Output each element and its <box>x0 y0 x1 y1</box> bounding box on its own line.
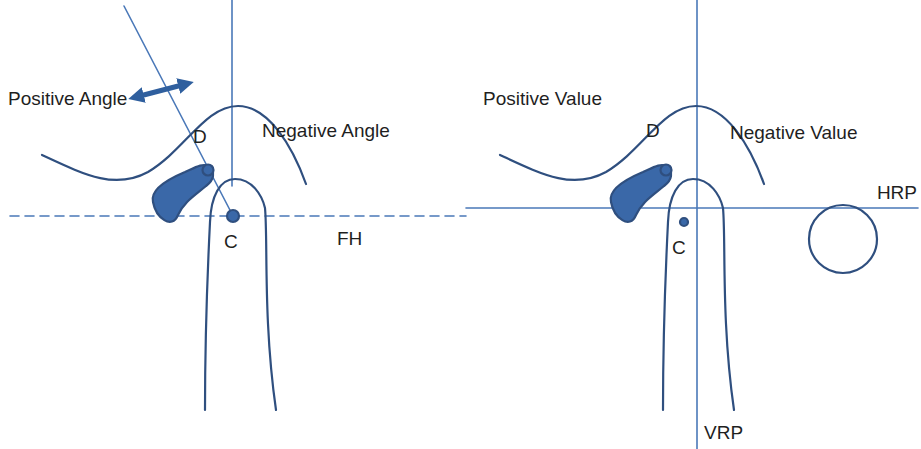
hrp-line <box>466 207 918 209</box>
articular-disc <box>153 165 213 222</box>
point-c <box>227 210 239 222</box>
point-label: C <box>672 238 686 259</box>
angle-label: Positive Angle <box>8 89 127 110</box>
point-label: D <box>193 127 207 148</box>
point-d <box>203 165 214 176</box>
point-label: D <box>646 121 660 142</box>
point-c <box>680 218 688 226</box>
condyle <box>205 179 276 410</box>
point-d <box>661 165 672 176</box>
condyle <box>663 179 734 410</box>
point-label: C <box>224 232 238 253</box>
articular-fossa <box>42 106 306 184</box>
articular-disc <box>611 165 671 222</box>
vertical-line <box>231 0 233 186</box>
line-label: VRP <box>704 423 743 444</box>
angle-arrow <box>136 84 186 97</box>
vrp-line <box>696 0 698 449</box>
line-label: HRP <box>877 183 917 204</box>
ear-rod-circle <box>809 205 877 273</box>
value-label: Positive Value <box>483 89 602 110</box>
angle-label: Negative Angle <box>262 121 390 142</box>
line-label: FH <box>337 229 362 250</box>
articular-fossa <box>500 106 764 184</box>
value-label: Negative Value <box>730 123 857 144</box>
